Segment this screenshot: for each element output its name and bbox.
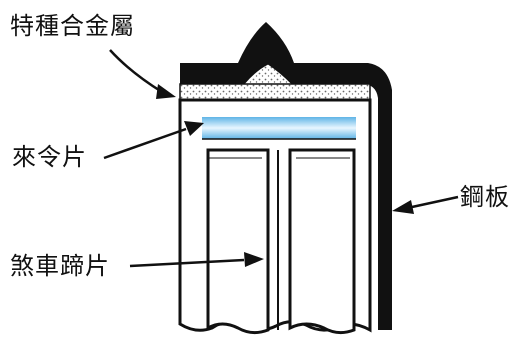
brake-shoe-pad-left — [206, 148, 270, 335]
leader-steel-plate — [392, 195, 459, 214]
cooling-plate — [202, 117, 356, 139]
label-brake-shoe: 煞車蹄片 — [10, 252, 110, 280]
label-steel-plate: 鋼板 — [460, 183, 510, 211]
leader-special-alloy — [109, 49, 176, 99]
special-alloy-layer — [179, 83, 371, 101]
special-alloy-bump — [242, 63, 294, 85]
label-cooling-plate: 來令片 — [12, 143, 87, 171]
label-special-alloy: 特種合金屬 — [10, 12, 135, 40]
leader-cooling-plate — [103, 121, 204, 160]
brake-shoe-pad-right — [288, 148, 356, 335]
leader-brake-shoe — [129, 252, 264, 268]
